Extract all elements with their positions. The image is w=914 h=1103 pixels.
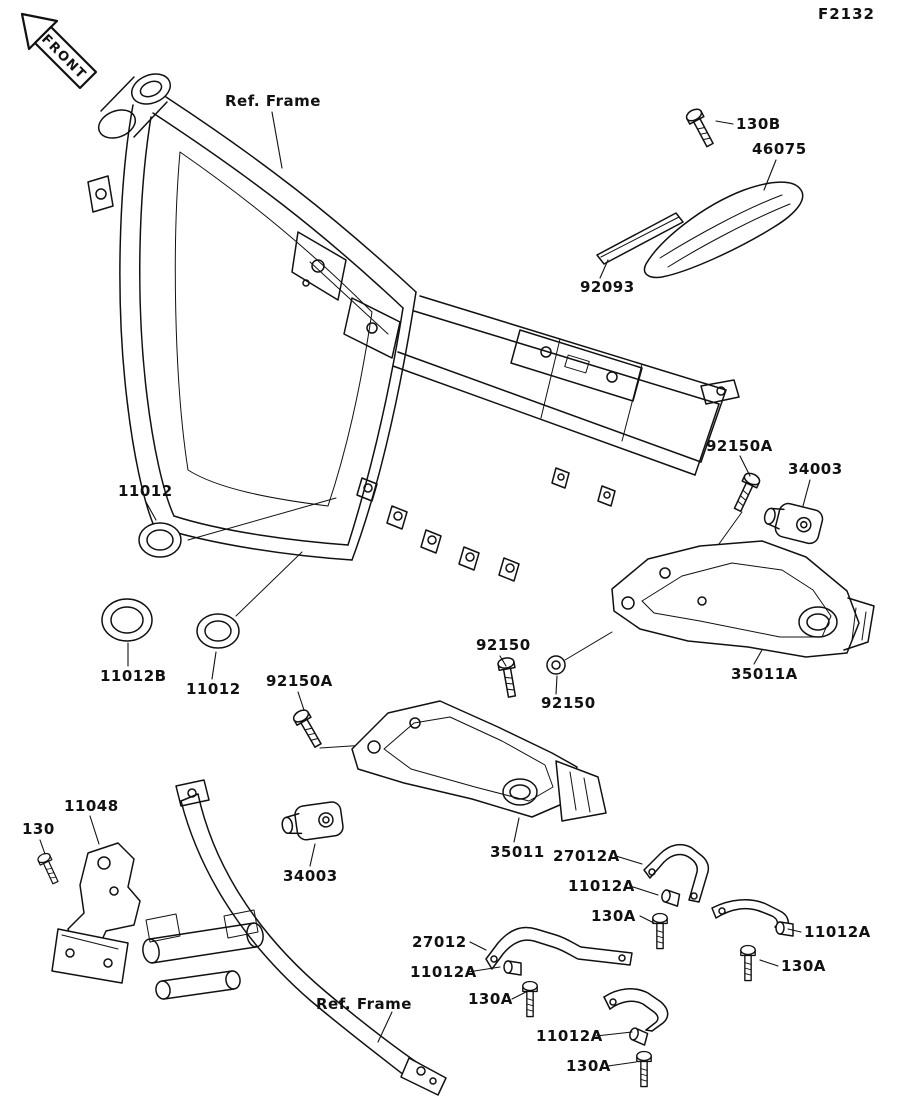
part-label-ref-frame-bottom: Ref. Frame — [316, 995, 412, 1013]
part-label-130a-1: 130A — [591, 907, 636, 925]
washer-92150-lower — [546, 631, 613, 675]
part-label-11012-mid: 11012 — [186, 680, 241, 698]
part-label-35011: 35011 — [490, 843, 545, 861]
part-label-34003-right: 34003 — [788, 460, 843, 478]
leader-lines — [39, 111, 811, 1067]
plug-11012a-right — [775, 921, 794, 937]
part-label-130: 130 — [22, 820, 55, 838]
damper-34003-right — [763, 502, 824, 545]
strap-27012a — [643, 843, 710, 903]
part-label-46075: 46075 — [752, 140, 807, 158]
part-label-27012: 27012 — [412, 933, 467, 951]
part-label-130b: 130B — [736, 115, 781, 133]
part-label-34003-left: 34003 — [283, 867, 338, 885]
part-label-130a-right: 130A — [781, 957, 826, 975]
part-label-11012b: 11012B — [100, 667, 167, 685]
part-label-92150a-left: 92150A — [266, 672, 333, 690]
bolt-130b — [683, 106, 718, 150]
part-label-11012a-right: 11012A — [804, 923, 871, 941]
part-label-11012a-2: 11012A — [410, 963, 477, 981]
bolt-130a-2 — [522, 980, 538, 1018]
part-label-92150a-right: 92150A — [706, 437, 773, 455]
strap-right — [711, 899, 789, 933]
pivot-tube-assembly — [142, 909, 264, 1000]
part-label-27012a: 27012A — [553, 847, 620, 865]
frame-cap-11012b — [101, 598, 153, 642]
plug-11012a-2 — [503, 960, 522, 976]
part-label-130a-2: 130A — [468, 990, 513, 1008]
part-label-35011a: 35011A — [731, 665, 798, 683]
part-label-11012a-1: 11012A — [568, 877, 635, 895]
part-label-11012a-3: 11012A — [536, 1027, 603, 1045]
part-label-11048: 11048 — [64, 797, 119, 815]
part-label-ref-frame-top: Ref. Frame — [225, 92, 321, 110]
bolt-92150-upper — [496, 655, 521, 699]
figure-code: F2132 — [818, 5, 875, 23]
lower-frame-tube — [175, 779, 447, 1096]
bolt-92150a-left — [290, 706, 367, 751]
bracket-35011 — [351, 700, 607, 822]
bolt-130a-3 — [636, 1050, 652, 1088]
part-label-92150-upper: 92150 — [476, 636, 531, 654]
pad-92093 — [596, 212, 684, 265]
part-label-130a-3: 130A — [566, 1057, 611, 1075]
part-label-11012-top: 11012 — [118, 482, 173, 500]
frame-assembly — [87, 73, 740, 617]
bracket-35011a — [611, 540, 875, 658]
damper-34003-left — [281, 801, 344, 841]
strap-bottom — [603, 988, 669, 1032]
part-labels: Ref. Frame 130B 46075 92093 92150A 34003… — [22, 92, 871, 1075]
front-arrow-icon: FRONT — [20, 12, 98, 90]
bolt-130 — [35, 851, 62, 886]
plug-11012a-1 — [659, 888, 681, 907]
plug-11012a-3 — [627, 1026, 649, 1046]
frame-cap-11012-top — [138, 522, 182, 558]
frame-cap-11012-mid — [196, 613, 240, 649]
bracket-11048 — [51, 842, 141, 984]
part-label-92093: 92093 — [580, 278, 635, 296]
rail-46075 — [643, 181, 804, 279]
bolt-130a-right — [740, 944, 756, 982]
strap-27012 — [485, 926, 633, 970]
part-label-92150-lower: 92150 — [541, 694, 596, 712]
bolt-130a-1 — [652, 912, 668, 950]
